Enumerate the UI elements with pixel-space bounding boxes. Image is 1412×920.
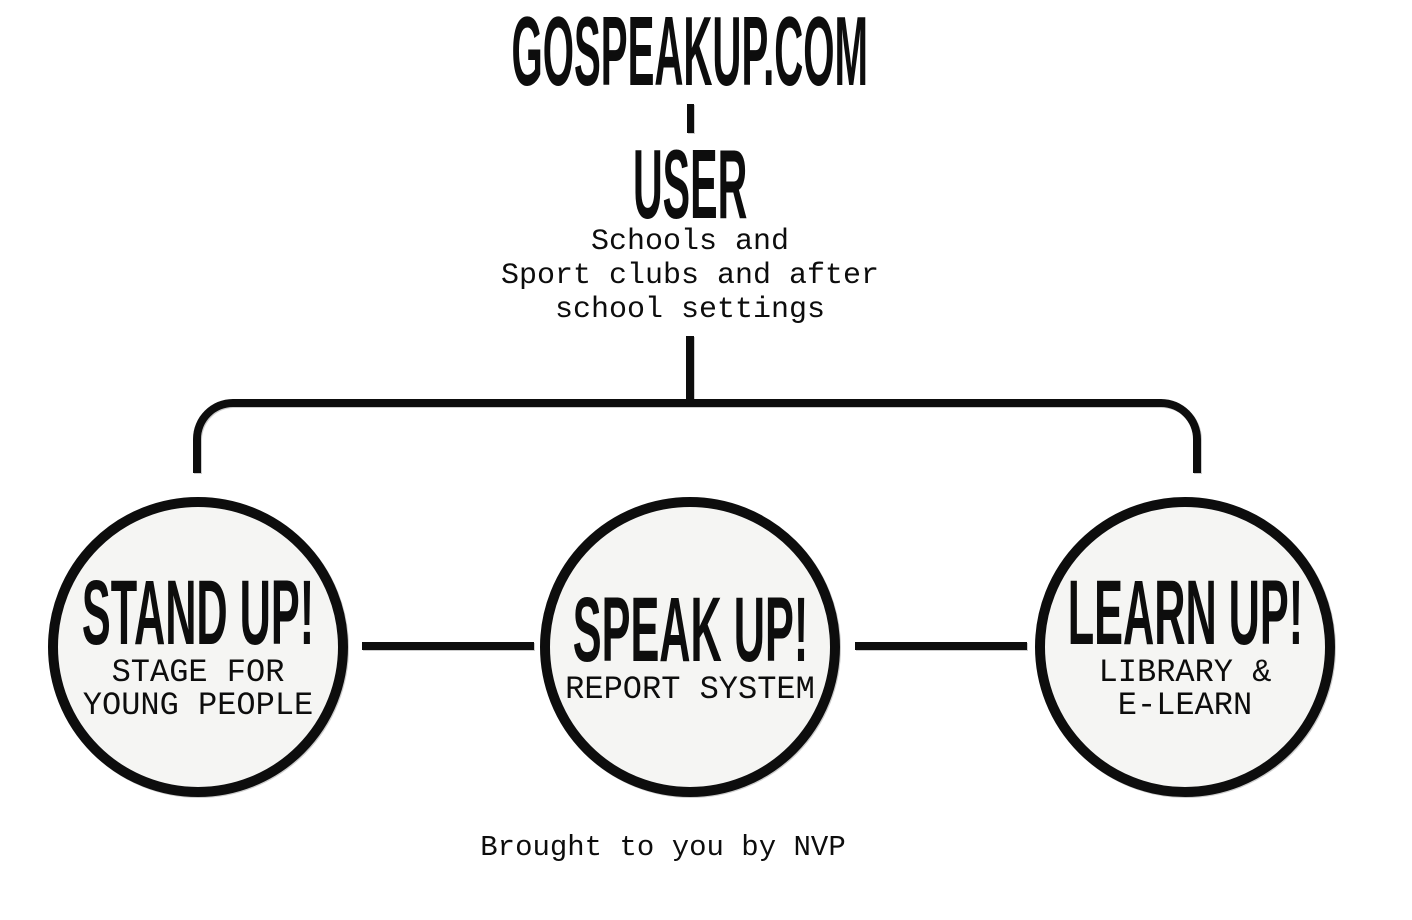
branch-bracket-line	[193, 399, 1201, 473]
user-node-description: Schools and Sport clubs and after school…	[500, 225, 880, 327]
footer-credit-row: Brought to you by NVP	[0, 831, 1326, 865]
user-node-label: USER	[632, 129, 748, 239]
node-learn-up-title: LEARN UP!	[1067, 562, 1303, 664]
site-title: GOSPEAKUP.COM	[511, 0, 869, 106]
title-user-connector-line	[687, 104, 694, 133]
user-branch-connector-line	[686, 336, 694, 403]
user-node-description-row: Schools and Sport clubs and after school…	[0, 225, 1380, 327]
node-stand-up-subtitle: STAGE FOR YOUNG PEOPLE	[82, 654, 314, 724]
node-connector-line-left	[362, 642, 534, 650]
node-learn-up-subtitle: LIBRARY & E-LEARN	[1098, 654, 1272, 724]
node-speak-up-title: SPEAK UP!	[572, 578, 808, 681]
user-node-row: USER	[0, 119, 1380, 249]
node-stand-up: STAND UP! STAGE FOR YOUNG PEOPLE	[48, 497, 348, 797]
node-speak-up: SPEAK UP! REPORT SYSTEM	[540, 497, 840, 797]
node-speak-up-subtitle: REPORT SYSTEM	[565, 670, 815, 708]
site-title-row: GOSPEAKUP.COM	[0, 0, 1380, 116]
node-stand-up-title: STAND UP!	[81, 562, 315, 664]
footer-credit: Brought to you by NVP	[480, 831, 846, 864]
node-connector-line-right	[855, 642, 1027, 650]
node-learn-up: LEARN UP! LIBRARY & E-LEARN	[1035, 497, 1335, 797]
